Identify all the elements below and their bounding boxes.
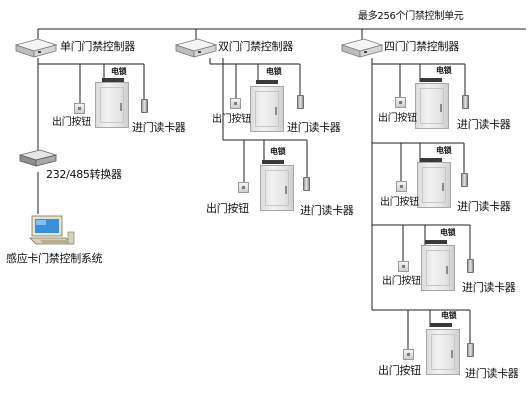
exit-button-label: 出门按钮: [378, 113, 417, 124]
card-reader-label: 进门读卡器: [287, 121, 341, 134]
system-label: 感应卡门禁控制系统: [6, 252, 103, 265]
electric-lock-label: 电锁: [266, 67, 282, 76]
electric-lock-icon: [256, 80, 278, 84]
electric-lock-label: 电锁: [111, 67, 127, 76]
electric-lock-label: 电锁: [441, 311, 457, 320]
card-reader-icon: [141, 99, 148, 113]
exit-button-label: 出门按钮: [380, 197, 419, 208]
card-reader-icon: [462, 95, 469, 109]
door-panel: [250, 86, 284, 132]
electric-lock-label: 电锁: [440, 228, 456, 237]
door-panel: [260, 165, 294, 211]
door-panel: [415, 83, 449, 129]
door-panel: [95, 82, 129, 128]
converter-icon: [18, 149, 58, 167]
door-panel: [421, 245, 455, 291]
exit-button-icon: [238, 182, 249, 193]
max-units-label: 最多256个门禁控制单元: [358, 11, 464, 22]
card-reader-icon: [467, 259, 474, 273]
electric-lock-icon: [420, 158, 442, 162]
card-reader-label: 进门读卡器: [457, 200, 511, 213]
exit-button-label: 出门按钮: [378, 364, 421, 377]
electric-lock-icon: [430, 323, 452, 327]
exit-button-icon: [398, 261, 409, 272]
single-door-controller-icon: [14, 38, 58, 58]
exit-button-label: 出门按钮: [382, 276, 421, 287]
card-reader-icon: [297, 95, 304, 109]
card-reader-label: 进门读卡器: [300, 204, 354, 217]
double-door-controller-icon: [174, 38, 218, 58]
door-panel: [417, 162, 451, 208]
exit-button-icon: [395, 97, 406, 108]
card-reader-label: 进门读卡器: [457, 118, 511, 131]
card-reader-label: 进门读卡器: [465, 367, 519, 380]
double-door-controller-label: 双门门禁控制器: [218, 40, 293, 53]
single-door-controller-label: 单门门禁控制器: [60, 40, 135, 53]
quad-door-controller-icon: [340, 38, 384, 58]
electric-lock-icon: [425, 240, 447, 244]
electric-lock-label: 电锁: [270, 147, 286, 156]
exit-button-icon: [403, 349, 414, 360]
exit-button-icon: [230, 98, 241, 109]
card-reader-label: 进门读卡器: [132, 121, 186, 134]
electric-lock-icon: [420, 78, 442, 82]
door-panel: [426, 329, 460, 375]
electric-lock-icon: [102, 78, 124, 82]
card-reader-icon: [461, 173, 468, 187]
electric-lock-icon: [262, 160, 284, 164]
converter-label: 232/485转换器: [46, 168, 122, 181]
computer-icon: [29, 215, 75, 245]
exit-button-icon: [396, 181, 407, 192]
exit-button-icon: [74, 103, 85, 114]
electric-lock-label: 电锁: [436, 66, 452, 75]
electric-lock-label: 电锁: [436, 146, 452, 155]
card-reader-icon: [467, 343, 474, 357]
exit-button-label: 出门按钮: [52, 117, 91, 128]
exit-button-label: 出门按钮: [206, 202, 249, 215]
card-reader-label: 进门读卡器: [462, 281, 516, 294]
exit-button-label: 出门按钮: [212, 114, 251, 125]
quad-door-controller-label: 四门门禁控制器: [384, 40, 459, 53]
card-reader-icon: [303, 177, 310, 191]
